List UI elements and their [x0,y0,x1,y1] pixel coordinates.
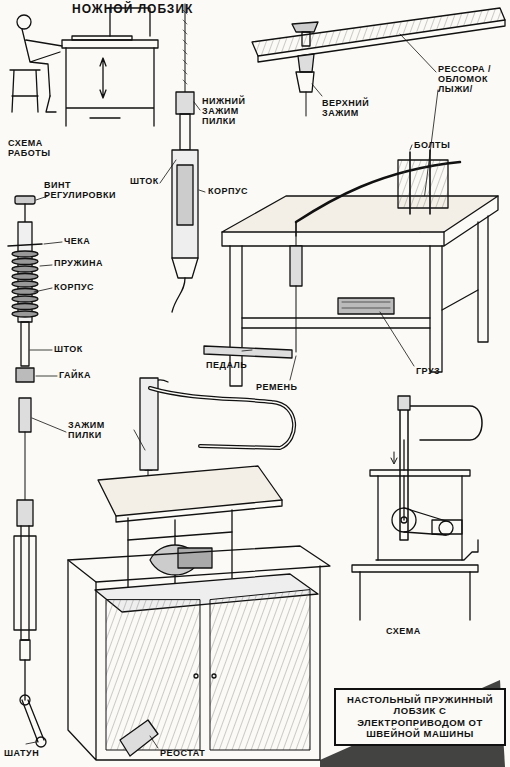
spring-coil [12,266,38,272]
spring-table [204,145,498,386]
part-label: ШАТУН [4,748,54,758]
part-label: КОРПУС [54,282,114,292]
spring-coil [12,311,38,317]
part-label: СХЕМА РАБОТЫ [8,138,78,158]
spring-coil [12,289,38,295]
drive-schema [352,396,482,620]
spring-coil [12,281,38,287]
part-label: НИЖНИЙ ЗАЖИМ ПИЛКИ [202,96,260,126]
spring-coil [12,296,38,302]
part-label: РЕОСТАТ [160,748,220,758]
exploded-assembly [8,196,66,747]
caption-text: НАСТОЛЬНЫЙ ПРУЖИННЫЙ ЛОБЗИК С ЭЛЕКТРОПРИ… [342,694,498,740]
lower-clamp-assembly [160,4,205,312]
title: НОЖНОЙ ЛОБЗИК [72,2,193,16]
spring-coil [12,259,38,265]
part-label: СХЕМА [386,626,446,636]
spring-coil [12,274,38,280]
part-label: ПРУЖИНА [54,258,124,268]
part-label: ГАЙКА [59,370,109,380]
caption-box: НАСТОЛЬНЫЙ ПРУЖИННЫЙ ЛОБЗИК С ЭЛЕКТРОПРИ… [334,688,506,746]
part-label: ПЕДАЛЬ [206,360,266,370]
work-scheme [10,8,158,126]
part-label: ЗАЖИМ ПИЛКИ [68,420,128,440]
part-label: РЕССОРА /ОБЛОМОК ЛЫЖИ/ [438,64,508,94]
spring-coil [12,251,38,257]
part-label: ЧЕКА [64,236,114,246]
part-label: ВИНТ РЕГУЛИРОВКИ [44,180,124,200]
shadow [320,680,505,767]
part-label: БОЛТЫ [414,140,464,150]
part-label: РЕМЕНЬ [256,382,316,392]
bench-jigsaw [68,378,330,760]
part-label: КОРПУС [208,186,268,196]
spring-coil [12,304,38,310]
part-label: ШТОК [54,344,104,354]
part-label: ШТОК [130,176,170,186]
part-label: ГРУЗ [416,366,466,376]
part-label: ВЕРХНИЙ ЗАЖИМ [322,98,392,118]
